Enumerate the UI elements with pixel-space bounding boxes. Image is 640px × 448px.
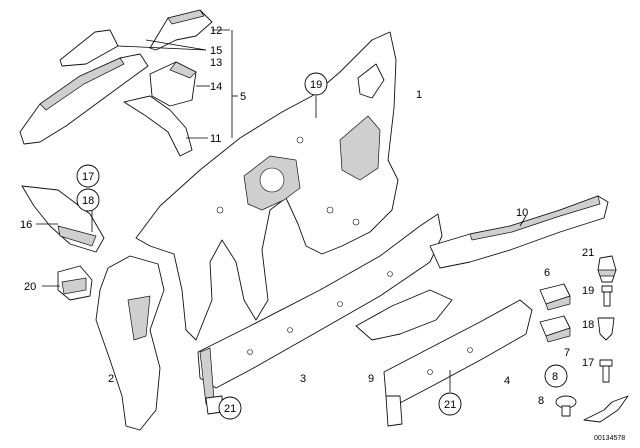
label-19b: 19 <box>582 285 594 297</box>
label-14: 14 <box>210 81 222 93</box>
label-7: 7 <box>564 347 570 359</box>
caption: 00134578 <box>594 435 625 442</box>
label-16: 16 <box>20 219 32 231</box>
part-15-upper-member <box>19 29 149 145</box>
direction-arrow-icon <box>583 395 629 423</box>
fastener-21-cap <box>597 255 617 283</box>
label-1: 1 <box>416 89 422 101</box>
label-3: 3 <box>300 373 306 385</box>
fastener-19-stud <box>601 285 613 307</box>
part-4-longitudinal <box>383 299 533 427</box>
label-9: 9 <box>368 373 374 385</box>
fastener-8-button <box>555 395 577 417</box>
label-11: 11 <box>210 133 221 145</box>
label-19: 19 <box>310 79 322 91</box>
part-1-front-frame <box>135 31 399 341</box>
part-14-box-bracket <box>149 61 197 107</box>
label-20: 20 <box>24 281 36 293</box>
part-6-block <box>539 283 571 311</box>
fastener-17-bolt <box>599 359 613 383</box>
label-17b: 17 <box>582 357 594 369</box>
label-12: 12 <box>210 25 222 37</box>
part-9-bracket <box>355 289 453 341</box>
label-15: 15 <box>210 45 222 57</box>
callout-8-ring <box>544 364 568 388</box>
part-2-support <box>95 255 165 431</box>
part-16-bracket <box>21 185 105 253</box>
label-13: 13 <box>210 57 222 69</box>
label-2: 2 <box>108 373 114 385</box>
label-21b: 21 <box>444 399 456 411</box>
label-17: 17 <box>82 171 94 183</box>
callout-18-ring <box>76 188 100 212</box>
label-8b: 8 <box>538 395 544 407</box>
part-12-bracket <box>149 9 213 51</box>
label-4: 4 <box>504 375 510 387</box>
callout-19-ring <box>304 72 328 96</box>
label-21c: 21 <box>582 247 594 259</box>
label-21a: 21 <box>224 403 236 415</box>
label-10: 10 <box>516 207 528 219</box>
callout-21b-ring <box>438 392 462 416</box>
part-7-block <box>539 315 571 343</box>
callout-21a-ring <box>218 396 242 420</box>
part-10-rail <box>429 195 609 269</box>
fastener-18-clip <box>597 317 615 341</box>
label-5: 5 <box>240 91 246 103</box>
label-6: 6 <box>544 267 550 279</box>
part-11-plate <box>123 95 193 157</box>
callout-17-ring <box>76 164 100 188</box>
label-18: 18 <box>82 195 94 207</box>
label-8: 8 <box>552 371 558 383</box>
label-18b: 18 <box>582 319 594 331</box>
part-20-mount <box>57 265 93 301</box>
leader-lines <box>36 29 527 392</box>
